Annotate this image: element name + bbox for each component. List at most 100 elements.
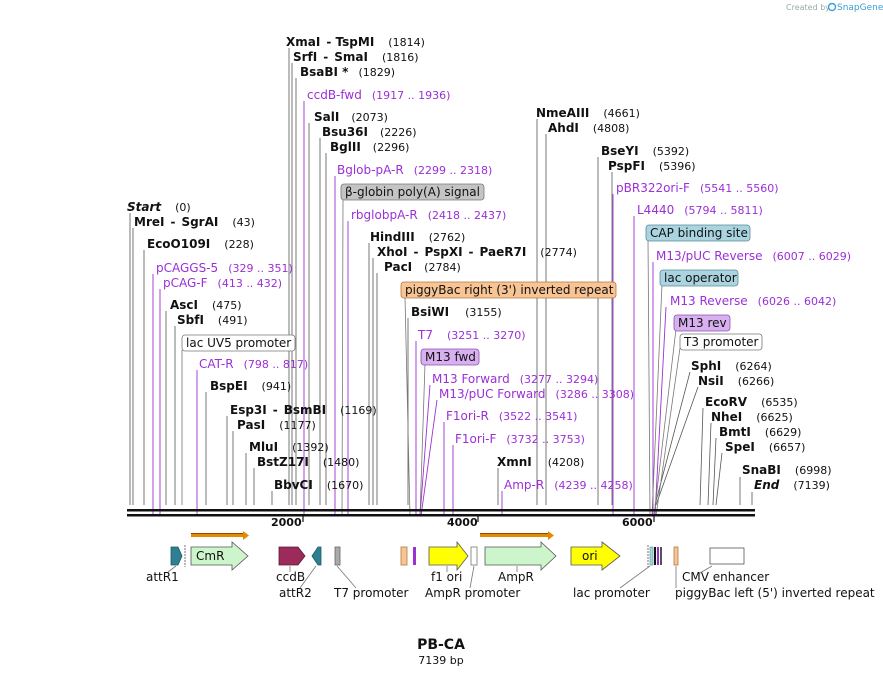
svg-text:M13 rev: M13 rev bbox=[678, 316, 727, 330]
site-ecoo109i: EcoO109I(228) bbox=[147, 237, 254, 251]
ampr-feature bbox=[484, 541, 557, 571]
site-mlui: MluI(1392) bbox=[249, 440, 329, 454]
site-snabi: SnaBI(6998) bbox=[742, 463, 831, 477]
svg-text:ori: ori bbox=[582, 549, 598, 563]
primer-cat-r: CAT-R(798 .. 817) bbox=[199, 357, 308, 371]
m13-fwd-feature bbox=[413, 547, 416, 565]
site-ecorv: EcoRV(6535) bbox=[705, 395, 798, 409]
site-sphi: SphI(6264) bbox=[691, 359, 772, 373]
site-bsabi: BsaBI *(1829) bbox=[300, 65, 395, 79]
site-bbvci: BbvCI(1670) bbox=[274, 478, 363, 492]
label-f1-ori: f1 ori bbox=[431, 570, 462, 584]
attr1-feature bbox=[170, 546, 183, 566]
primer-rbglobpa-r: rbglobpA-R(2418 .. 2437) bbox=[351, 208, 506, 222]
primer-f1ori-f: F1ori-F(3732 .. 3753) bbox=[455, 432, 585, 446]
site-xmai-tspmi: XmaI-TspMI(1814) bbox=[286, 35, 425, 49]
site-xhoi-pspxi-paer7i: XhoI-PspXI-PaeR7I(2774) bbox=[377, 245, 577, 259]
feature-m13-rev: M13 rev bbox=[673, 314, 731, 332]
site-mrei-sgrai: MreI-SgrAI(43) bbox=[134, 215, 255, 229]
label-attr2: attR2 bbox=[279, 586, 312, 600]
site-sali: SalI(2073) bbox=[314, 110, 388, 124]
scale-ticks: 2000 4000 6000 bbox=[271, 516, 655, 529]
bottom-feature-labels: attR1 ccdB attR2 T7 promoter f1 ori AmpR… bbox=[146, 565, 875, 600]
credit-brand: SnapGene bbox=[837, 3, 883, 13]
primer-ccdb-fwd: ccdB-fwd(1917 .. 1936) bbox=[307, 88, 450, 102]
label-attr1: attR1 bbox=[146, 570, 179, 584]
site-ahdi: AhdI(4808) bbox=[548, 121, 629, 135]
site-bspei: BspEI(941) bbox=[210, 379, 291, 393]
site-xmni: XmnI(4208) bbox=[497, 455, 584, 469]
primer-lines bbox=[152, 101, 667, 517]
site-srfi-smai: SrfI-SmaI(1816) bbox=[293, 50, 419, 64]
svg-text:piggyBac right (3') inverted r: piggyBac right (3') inverted repeat bbox=[405, 283, 614, 297]
site-spei: SpeI(6657) bbox=[725, 440, 805, 454]
snapgene-logo: SnapGene bbox=[827, 2, 883, 13]
site-end: End(7139) bbox=[754, 478, 830, 492]
primer-pcaggs-5: pCAGGS-5(329 .. 351) bbox=[156, 261, 293, 275]
site-nhei: NheI(6625) bbox=[711, 410, 793, 424]
ccdb-feature bbox=[278, 546, 306, 566]
credit-prefix: Created by bbox=[786, 3, 830, 12]
primer-m13-puc-forward: M13/pUC Forward(3286 .. 3308) bbox=[439, 387, 634, 401]
boxed-feature-labels: β-globin poly(A) signal piggyBac right (… bbox=[181, 183, 763, 366]
tick-label-6000: 6000 bbox=[622, 516, 653, 529]
plasmid-length: 7139 bp bbox=[418, 654, 463, 667]
primer-f1ori-r: F1ori-R(3522 .. 3541) bbox=[446, 409, 577, 423]
site-sbfi: SbfI(491) bbox=[177, 313, 248, 327]
svg-text:T3 promoter: T3 promoter bbox=[683, 335, 759, 349]
primer-bglob-pa-r: Bglob-pA-R(2299 .. 2318) bbox=[337, 163, 492, 177]
label-ccdb: ccdB bbox=[276, 570, 305, 584]
site-pasi: PasI(1177) bbox=[237, 418, 316, 432]
restriction-site-labels: XmaI-TspMI(1814) SrfI-SmaI(1816) BsaBI *… bbox=[127, 35, 831, 492]
site-hindiii: HindIII(2762) bbox=[370, 230, 465, 244]
piggybac-right-feature bbox=[400, 546, 408, 566]
primer-labels: ccdB-fwd(1917 .. 1936) Bglob-pA-R(2299 .… bbox=[156, 88, 851, 492]
site-nsii: NsiI(6266) bbox=[698, 374, 774, 388]
label-ampr: AmpR bbox=[498, 570, 534, 584]
primer-l4440: L4440(5794 .. 5811) bbox=[637, 203, 763, 217]
lac-cluster-features bbox=[647, 545, 662, 567]
attr2-feature bbox=[311, 546, 322, 566]
primer-t7: T7(3251 .. 3270) bbox=[417, 328, 526, 342]
tick-label-2000: 2000 bbox=[271, 516, 302, 529]
site-bglii: BglII(2296) bbox=[330, 140, 409, 154]
primer-m13-forward: M13 Forward(3277 .. 3294) bbox=[432, 372, 598, 386]
plasmid-name: PB-CA bbox=[417, 637, 465, 653]
leader-lines bbox=[129, 48, 753, 506]
site-bsiwi: BsiWI(3155) bbox=[411, 305, 502, 319]
label-cmv-enhancer: CMV enhancer bbox=[682, 570, 769, 584]
cmv-enhancer-feature bbox=[709, 547, 745, 565]
f1-ori-feature bbox=[428, 540, 469, 572]
feature-piggybac-right: piggyBac right (3') inverted repeat bbox=[400, 281, 617, 299]
site-pspfi: PspFI(5396) bbox=[608, 159, 696, 173]
svg-text:β-globin poly(A) signal: β-globin poly(A) signal bbox=[345, 185, 480, 199]
feature-lac-uv5-promoter: lac UV5 promoter bbox=[181, 334, 296, 352]
feature-track: CmR ori bbox=[170, 540, 745, 572]
site-bstz17i: BstZ17I(1480) bbox=[257, 455, 359, 469]
cmr-feature: CmR bbox=[190, 541, 249, 571]
primer-pcag-f: pCAG-F(413 .. 432) bbox=[163, 276, 282, 290]
svg-text:M13 fwd: M13 fwd bbox=[425, 350, 476, 364]
site-nmeaiii: NmeAIII(4661) bbox=[536, 106, 640, 120]
tick-label-4000: 4000 bbox=[447, 516, 478, 529]
orf-arrows bbox=[191, 531, 554, 540]
ampr-promoter-feature bbox=[470, 546, 478, 566]
site-bmti: BmtI(6629) bbox=[719, 425, 801, 439]
feature-lac-operator: lac operator bbox=[659, 269, 739, 287]
label-piggybac-left: piggyBac left (5') inverted repeat bbox=[675, 586, 875, 600]
feature-t3-promoter: T3 promoter bbox=[679, 333, 763, 351]
dna-backbone bbox=[127, 509, 755, 517]
primer-pbr322ori-f: pBR322ori-F(5541 .. 5560) bbox=[616, 181, 779, 195]
site-asci: AscI(475) bbox=[170, 298, 242, 312]
site-start: Start(0) bbox=[127, 200, 191, 214]
svg-text:CmR: CmR bbox=[196, 549, 224, 563]
label-t7-promoter: T7 promoter bbox=[333, 586, 409, 600]
feature-m13-fwd: M13 fwd bbox=[420, 348, 480, 366]
svg-text:CAP binding site: CAP binding site bbox=[650, 226, 748, 240]
feature-bglobin-polya: β-globin poly(A) signal bbox=[340, 183, 485, 201]
orf-arrow-ampr bbox=[480, 531, 554, 540]
ori-feature: ori bbox=[570, 541, 621, 571]
box-feature-lines bbox=[181, 198, 681, 517]
svg-text:lac UV5 promoter: lac UV5 promoter bbox=[186, 336, 291, 350]
